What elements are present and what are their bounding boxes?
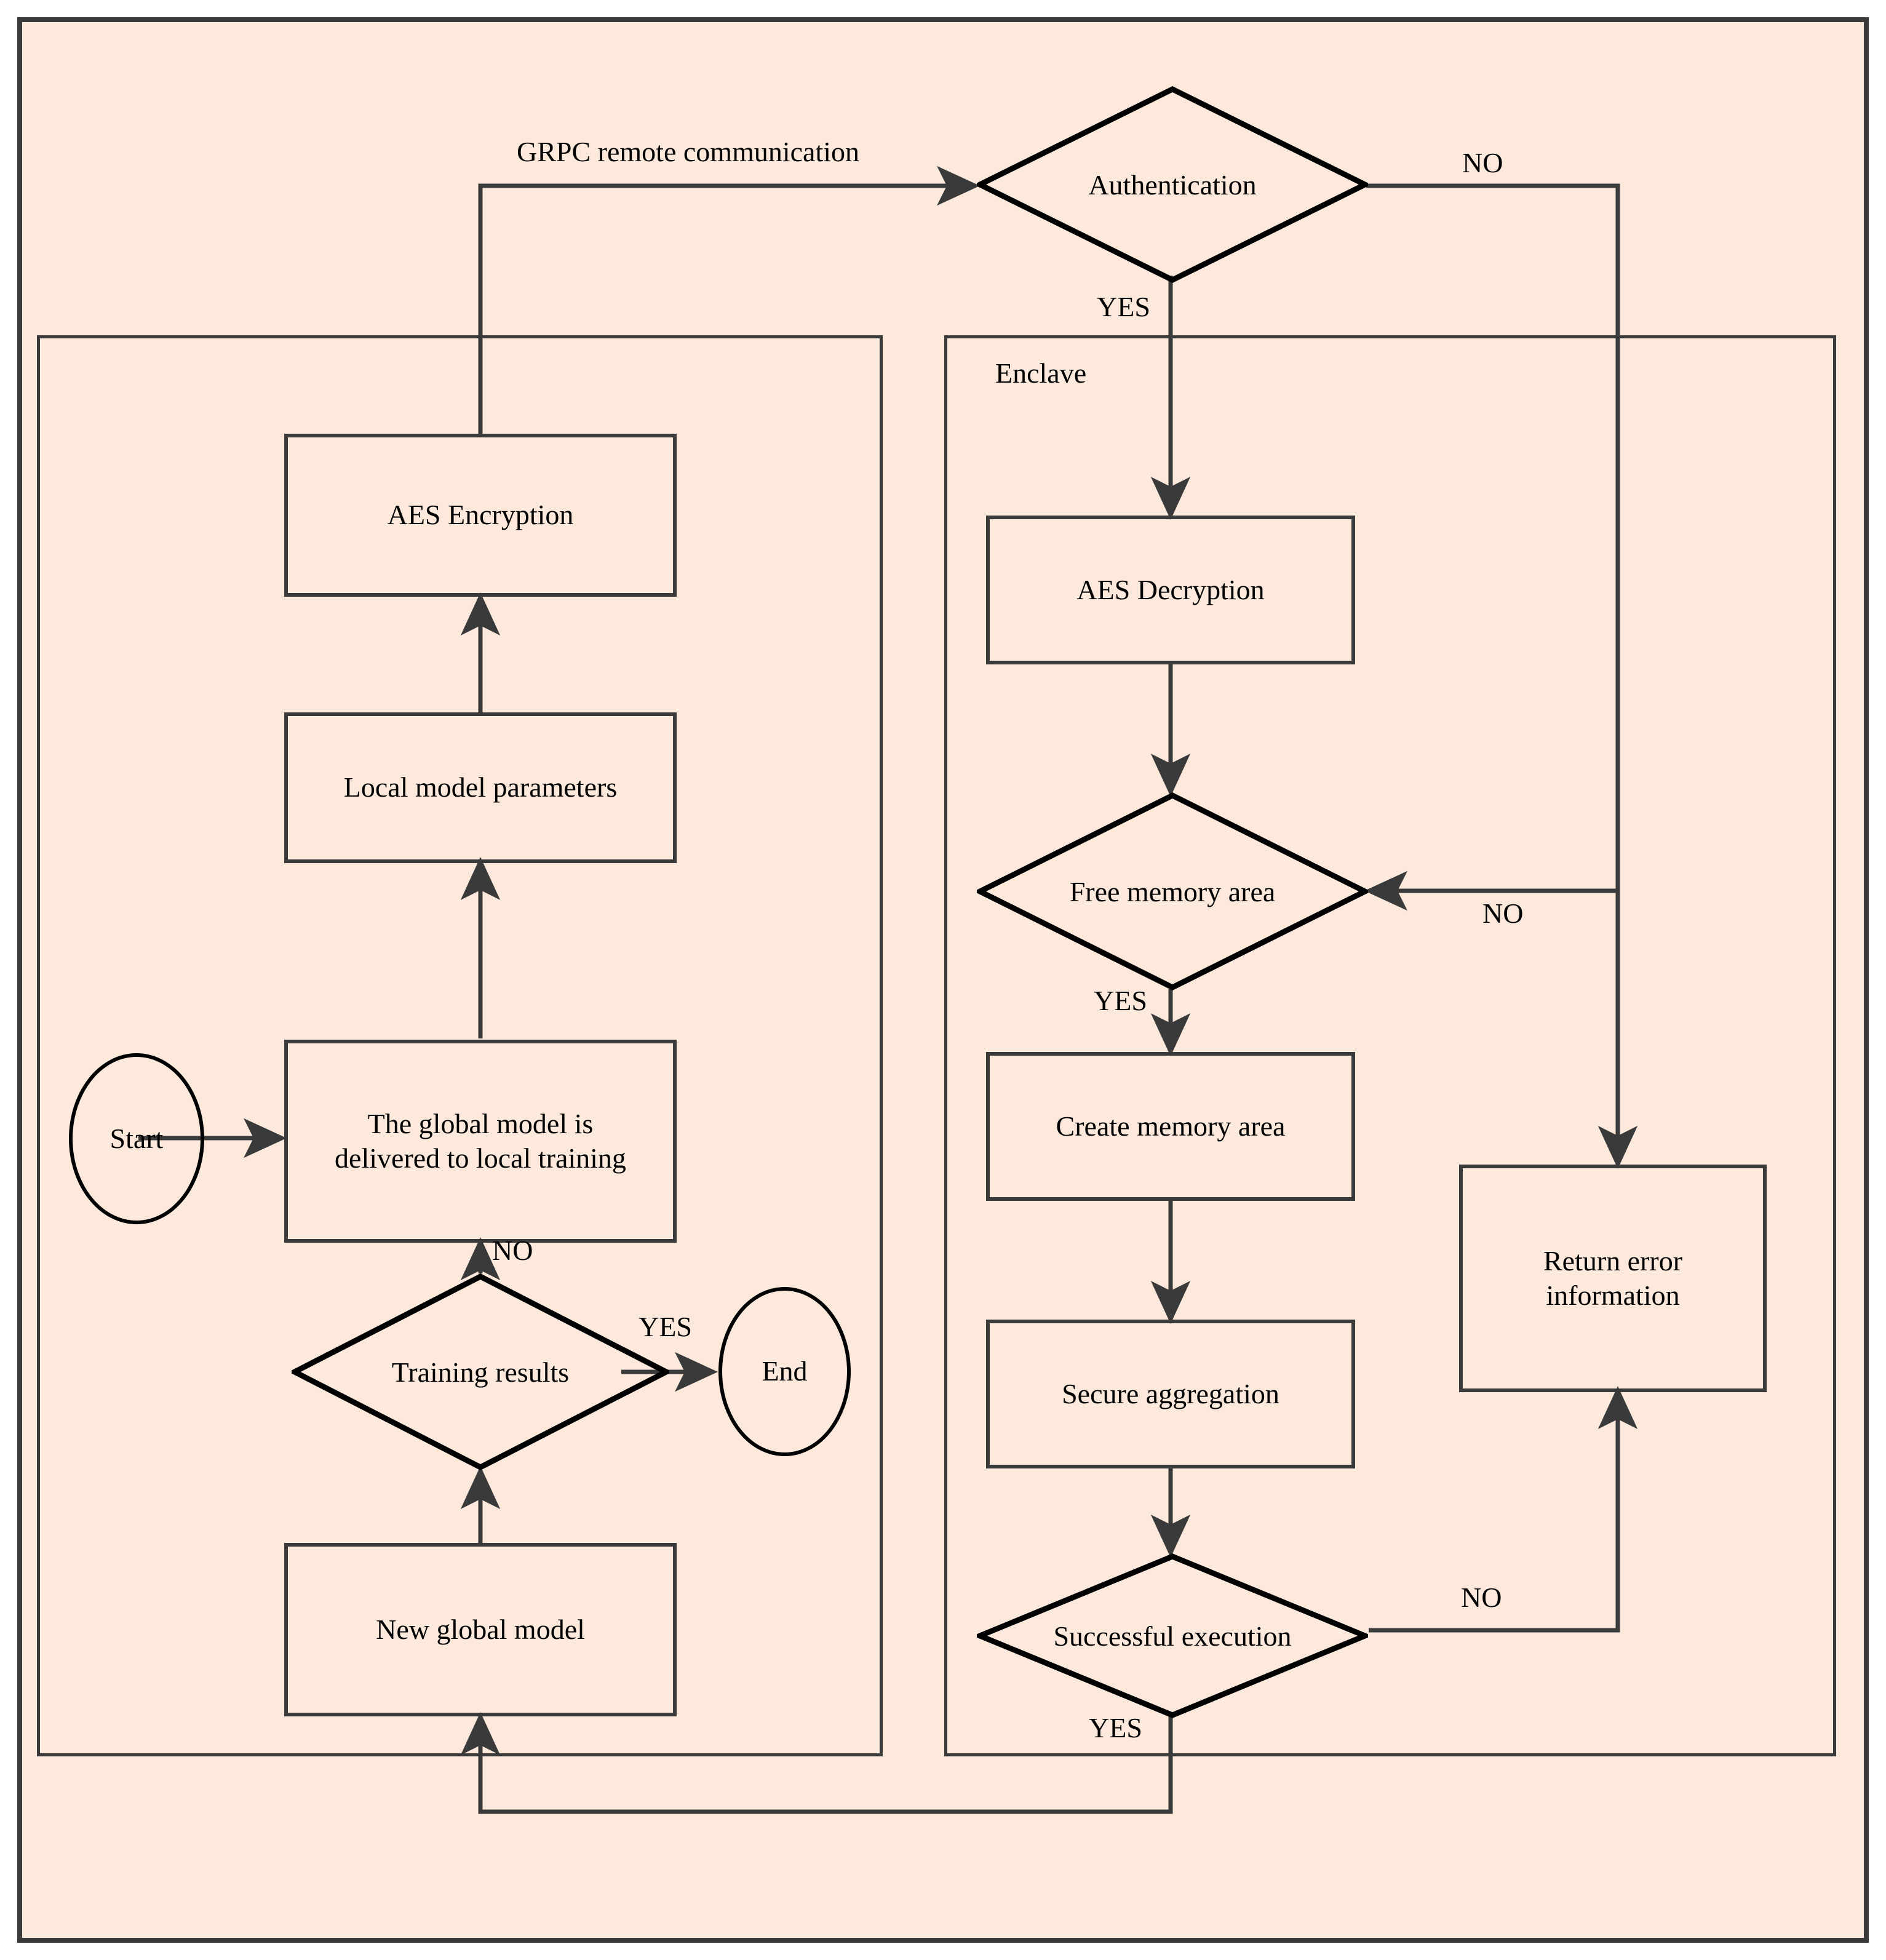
grpc-edge-label: GRPC remote communication	[517, 136, 860, 167]
free-memory-area-diamond[interactable]: Free memory area	[977, 792, 1368, 990]
end-node-label: End	[762, 1355, 808, 1387]
aes-decryption-box[interactable]: AES Decryption	[986, 516, 1355, 664]
free-memory-yes-label: YES	[1094, 985, 1147, 1016]
new-global-model-box[interactable]: New global model	[284, 1543, 677, 1716]
create-memory-area-label: Create memory area	[1056, 1110, 1286, 1142]
enclave-container-label: Enclave	[995, 357, 1087, 389]
auth-yes-label: YES	[1097, 291, 1150, 322]
return-error-box[interactable]: Return error information	[1459, 1165, 1767, 1392]
successful-execution-diamond-shape	[977, 1553, 1368, 1718]
global-model-label: The global model is delivered to local t…	[335, 1107, 626, 1174]
auth-no-label: NO	[1462, 147, 1503, 178]
exec-no-label: NO	[1461, 1582, 1502, 1613]
start-node[interactable]: Start	[69, 1053, 204, 1224]
successful-execution-diamond[interactable]: Successful execution	[977, 1553, 1368, 1718]
create-memory-area-box[interactable]: Create memory area	[986, 1052, 1355, 1201]
free-memory-no-label: NO	[1482, 898, 1524, 929]
start-node-label: Start	[109, 1122, 164, 1154]
exec-yes-label: YES	[1089, 1712, 1142, 1743]
return-error-label: Return error information	[1543, 1245, 1683, 1311]
training-results-diamond-shape	[292, 1273, 669, 1470]
training-no-label: NO	[492, 1235, 533, 1266]
training-results-label: Training results	[391, 1356, 570, 1388]
local-params-box[interactable]: Local model parameters	[284, 712, 677, 863]
authentication-label: Authentication	[1088, 169, 1257, 201]
end-node[interactable]: End	[718, 1287, 851, 1456]
local-params-label: Local model parameters	[343, 771, 618, 803]
secure-aggregation-box[interactable]: Secure aggregation	[986, 1320, 1355, 1468]
aes-encryption-label: AES Encryption	[387, 499, 574, 531]
global-model-box[interactable]: The global model is delivered to local t…	[284, 1040, 677, 1243]
free-memory-area-label: Free memory area	[1069, 875, 1276, 907]
secure-aggregation-label: Secure aggregation	[1062, 1377, 1279, 1409]
successful-execution-label: Successful execution	[1053, 1620, 1292, 1652]
training-yes-label: YES	[639, 1311, 692, 1342]
new-global-model-label: New global model	[376, 1613, 585, 1645]
aes-encryption-box[interactable]: AES Encryption	[284, 434, 677, 597]
authentication-diamond-shape	[977, 86, 1368, 283]
left-container-client	[37, 335, 883, 1756]
training-results-diamond[interactable]: Training results	[292, 1273, 669, 1470]
free-memory-area-diamond-shape	[977, 792, 1368, 990]
authentication-diamond[interactable]: Authentication	[977, 86, 1368, 283]
aes-decryption-label: AES Decryption	[1076, 573, 1265, 605]
